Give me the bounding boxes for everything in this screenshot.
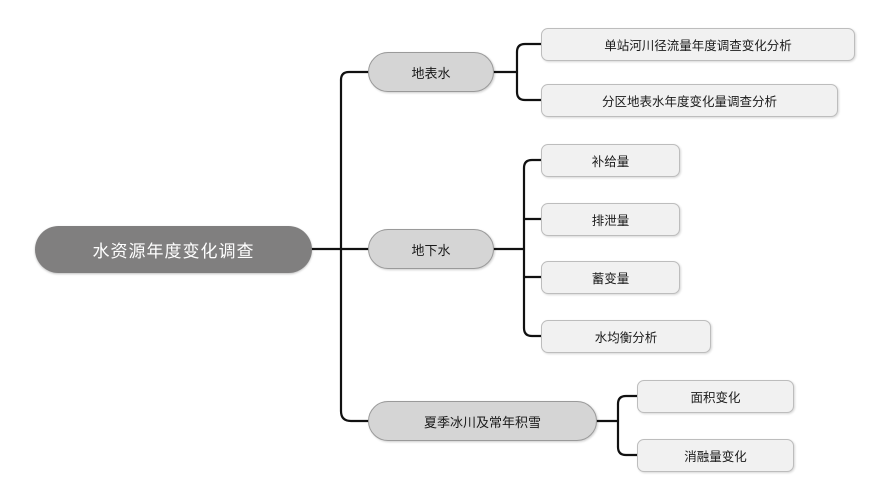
- connector-glacier-child-2: [616, 445, 639, 457]
- connector-trunk-surfacewater: [339, 70, 370, 82]
- connector-surfacewater-child-1: [515, 42, 543, 54]
- leaf-node-storage-change[interactable]: 蓄变量: [541, 261, 680, 294]
- leaf-node-discharge[interactable]: 排泄量: [541, 203, 680, 236]
- branch-node-surface-water[interactable]: 地表水: [368, 52, 494, 92]
- leaf-node-station-runoff[interactable]: 单站河川径流量年度调查变化分析: [541, 28, 855, 61]
- leaf-node-recharge[interactable]: 补给量: [541, 144, 680, 177]
- leaf-node-station-runoff-label: 单站河川径流量年度调查变化分析: [604, 39, 792, 53]
- leaf-node-zonal-surface-water[interactable]: 分区地表水年度变化量调查分析: [541, 84, 838, 117]
- leaf-node-area-change-label: 面积变化: [690, 391, 741, 405]
- leaf-node-water-balance[interactable]: 水均衡分析: [541, 320, 711, 353]
- connector-groundwater-child-4: [522, 326, 543, 338]
- root-node-label: 水资源年度变化调查: [92, 242, 255, 261]
- leaf-node-discharge-label: 排泄量: [591, 214, 630, 228]
- leaf-node-zonal-surface-water-label: 分区地表水年度变化量调查分析: [601, 95, 777, 109]
- branch-node-glacier-snow[interactable]: 夏季冰川及常年积雪: [368, 401, 597, 441]
- branch-node-surface-water-label: 地表水: [411, 65, 451, 81]
- connector-groundwater-child-1: [522, 158, 543, 170]
- leaf-node-melt-change[interactable]: 消融量变化: [637, 439, 794, 472]
- connector-surfacewater-child-2: [515, 90, 543, 102]
- connector-glacier-child-1: [616, 394, 639, 406]
- leaf-node-melt-change-label: 消融量变化: [684, 450, 747, 464]
- leaf-node-area-change[interactable]: 面积变化: [637, 380, 794, 413]
- branch-node-glacier-snow-label: 夏季冰川及常年积雪: [423, 414, 541, 430]
- branch-node-groundwater[interactable]: 地下水: [368, 229, 494, 269]
- leaf-node-storage-change-label: 蓄变量: [591, 272, 630, 286]
- root-node[interactable]: 水资源年度变化调查: [35, 226, 312, 273]
- branch-node-groundwater-label: 地下水: [411, 242, 451, 258]
- connector-trunk-glacier: [339, 409, 370, 423]
- leaf-node-water-balance-label: 水均衡分析: [594, 331, 658, 345]
- leaf-node-recharge-label: 补给量: [591, 155, 630, 169]
